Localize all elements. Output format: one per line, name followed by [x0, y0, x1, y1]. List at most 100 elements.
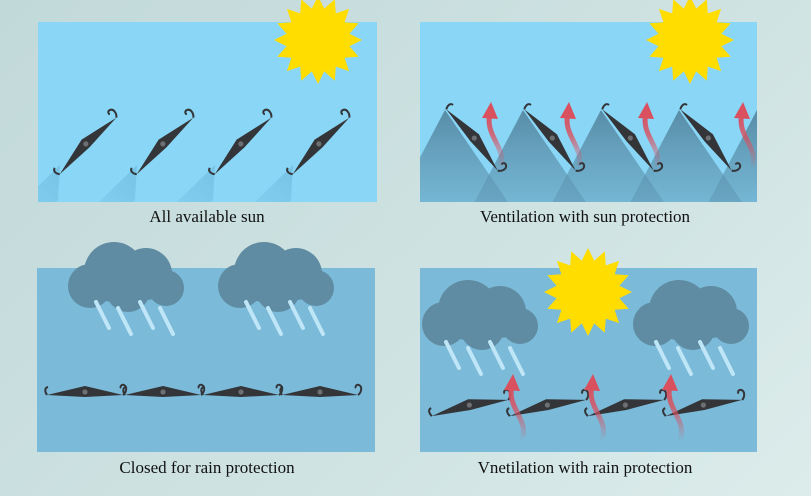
- pivot-dot: [627, 135, 633, 141]
- hook: [53, 167, 60, 176]
- caption: Closed for rain protection: [119, 458, 295, 477]
- caption: All available sun: [149, 207, 265, 226]
- panel-ventilation-with-sun-protection: Ventilation with sun protection: [420, 0, 757, 226]
- louver-blade: [130, 108, 195, 176]
- pivot-dot: [83, 141, 89, 147]
- panel-ventilation-with-rain-protection: Vnetilation with rain protection: [420, 248, 757, 477]
- louver-blade: [53, 108, 118, 176]
- blade: [680, 109, 732, 171]
- hook: [679, 103, 688, 110]
- blade: [214, 117, 272, 175]
- rain-icon: [94, 300, 175, 336]
- pivot-dot: [238, 389, 244, 395]
- airflow-arrow-icon: [560, 102, 583, 171]
- hook: [262, 108, 273, 118]
- louver-blade: [44, 383, 128, 397]
- hook: [731, 162, 742, 172]
- rain-icon: [654, 340, 735, 376]
- airflow-arrow-icon: [638, 102, 661, 171]
- sun-icon: [544, 248, 632, 336]
- panel-all-available-sun: All available sun: [38, 0, 377, 226]
- blade: [665, 399, 743, 417]
- louver-blade: [122, 383, 206, 397]
- hook: [506, 407, 511, 417]
- pivot-dot: [622, 402, 628, 408]
- louver-blade: [662, 388, 746, 417]
- pivot-dot: [160, 389, 166, 395]
- shade-area: [708, 110, 757, 202]
- hook: [122, 386, 127, 396]
- louver-blade: [286, 108, 351, 176]
- hook: [130, 167, 137, 176]
- pivot-dot: [316, 141, 322, 147]
- louver-blade: [445, 103, 508, 172]
- pivot-dot: [466, 402, 472, 408]
- airflow-arrow-icon: [482, 102, 505, 171]
- hook: [354, 383, 363, 396]
- rain-icon: [444, 340, 525, 376]
- sun-disc: [287, 9, 349, 71]
- light-shadow: [254, 165, 293, 202]
- sun-disc: [557, 261, 619, 323]
- blade: [59, 117, 117, 175]
- hook: [601, 103, 610, 110]
- airflow-arrow-icon: [734, 102, 757, 171]
- pivot-dot: [317, 389, 323, 395]
- hook: [445, 103, 454, 110]
- cloud-icon: [218, 242, 334, 312]
- caption: Vnetilation with rain protection: [478, 458, 693, 477]
- hook: [737, 388, 746, 401]
- shade-area: [474, 110, 586, 202]
- light-shadow: [176, 165, 215, 202]
- sun-disc: [659, 9, 721, 71]
- hook: [184, 108, 195, 118]
- hook: [119, 383, 128, 396]
- louver-blade: [279, 383, 363, 397]
- hook: [662, 407, 667, 417]
- pivot-dot: [238, 141, 244, 147]
- hook: [584, 407, 589, 417]
- caption: Ventilation with sun protection: [480, 207, 691, 226]
- pivot-dot: [82, 389, 88, 395]
- airflow-arrow-icon: [504, 374, 527, 443]
- pivot-dot: [705, 135, 711, 141]
- louver-blade: [679, 103, 742, 172]
- panel-closed-for-rain-protection: Closed for rain protection: [37, 242, 375, 477]
- cloud-icon: [422, 280, 538, 350]
- hook: [107, 108, 118, 118]
- rain-icon: [244, 300, 325, 336]
- shade-area: [630, 110, 742, 202]
- louver-blade: [584, 388, 668, 417]
- sun-icon: [274, 0, 362, 84]
- blade: [292, 117, 350, 175]
- hook: [200, 386, 205, 396]
- hook: [197, 383, 206, 396]
- pivot-dot: [549, 135, 555, 141]
- hook: [428, 407, 433, 417]
- blade: [446, 109, 498, 171]
- hook: [44, 386, 49, 396]
- blade: [431, 399, 509, 417]
- cloud-icon: [633, 280, 749, 350]
- blade: [509, 399, 587, 417]
- sun-icon: [646, 0, 734, 84]
- airflow-arrow-icon: [584, 374, 607, 443]
- hook: [208, 167, 215, 176]
- blade: [136, 117, 194, 175]
- louver-blade: [208, 108, 273, 176]
- blade: [587, 399, 665, 417]
- light-shadow: [38, 165, 60, 202]
- pivot-dot: [544, 402, 550, 408]
- hook: [286, 167, 293, 176]
- pivot-dot: [471, 135, 477, 141]
- light-shadow: [98, 165, 137, 202]
- shade-area: [420, 110, 508, 202]
- blade: [524, 109, 576, 171]
- hook: [279, 386, 284, 396]
- pivot-dot: [160, 141, 166, 147]
- cloud-icon: [68, 242, 184, 312]
- hook: [340, 108, 351, 118]
- airflow-arrow-icon: [662, 374, 685, 443]
- shade-area: [552, 110, 664, 202]
